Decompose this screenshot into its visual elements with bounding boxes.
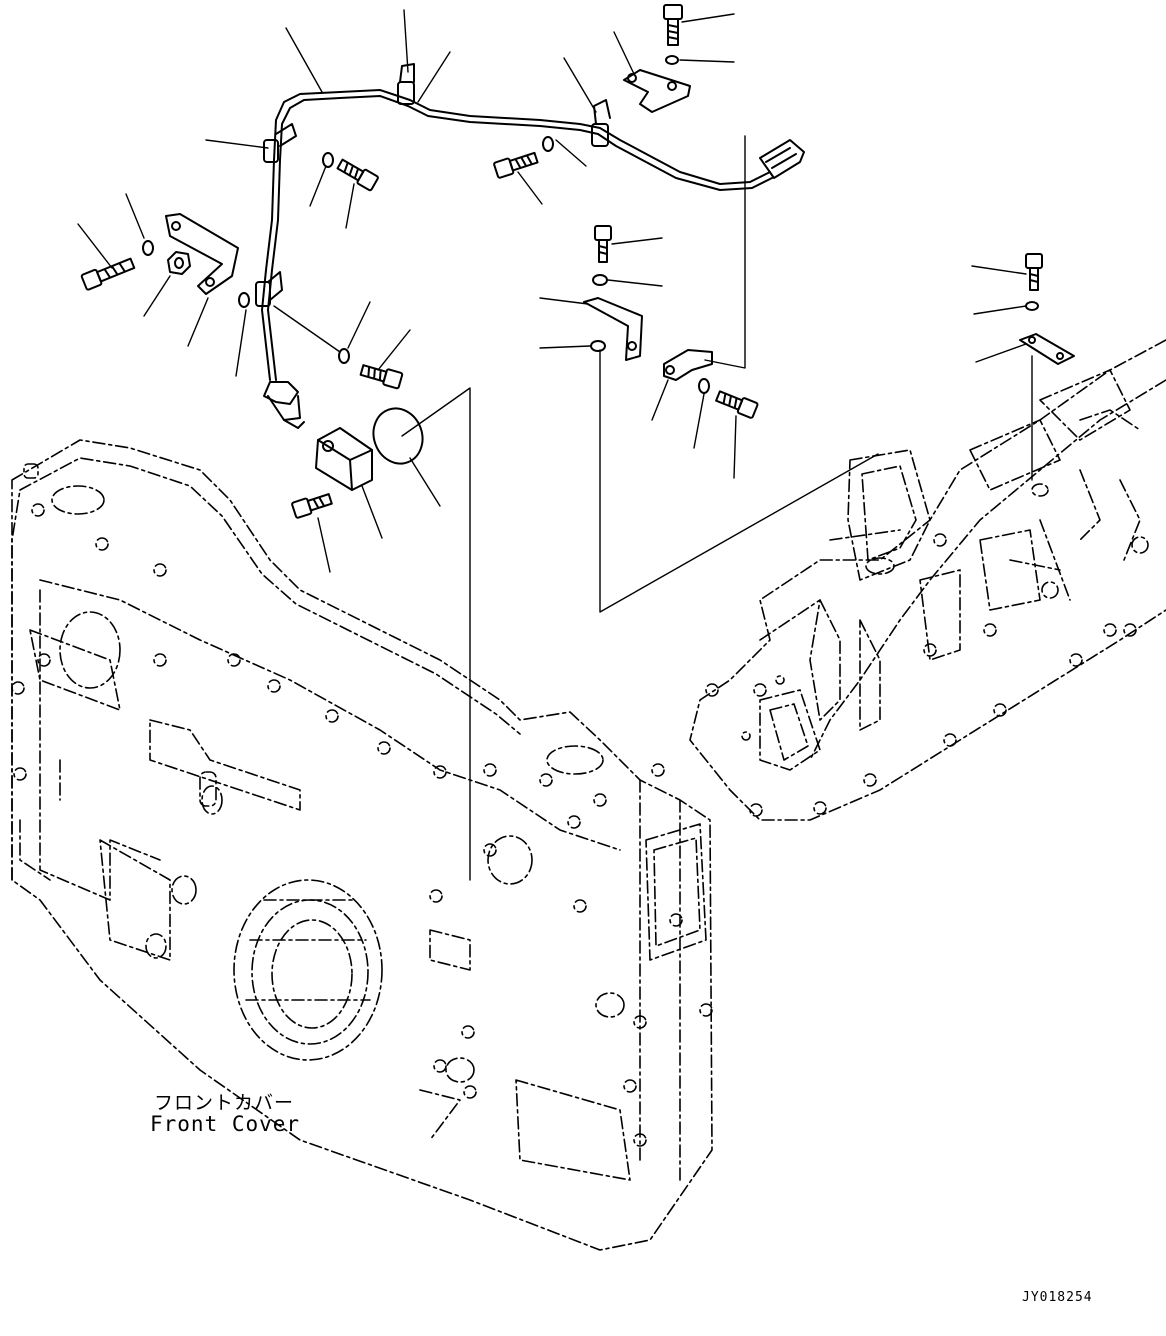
bolt [494,150,539,178]
washers [143,56,1038,393]
bolt [336,157,379,191]
washer [1026,302,1038,310]
bolt [81,256,135,290]
bolt [715,389,758,419]
wiring-harness [256,64,804,428]
front-cover-label-jp: フロントカバー [154,1092,295,1114]
bracket-small [664,350,712,380]
alignment-lines [274,136,1032,880]
leader-lines [78,10,1026,572]
o-ring [366,401,430,470]
bolts [81,5,1042,518]
bolt [292,491,333,518]
washer [593,275,607,285]
front-cover [12,440,712,1250]
bracket-upper-right [624,70,690,112]
bolt [595,226,611,262]
washer [239,293,249,307]
washer [323,153,333,167]
drawing-number: JY018254 [1022,1290,1093,1305]
bracket-mid [584,298,642,360]
brackets [166,70,1074,380]
washer [143,241,153,255]
bracket-left [166,214,238,294]
sensor-holder [316,428,372,490]
cylinder-head [690,340,1166,820]
washer [339,349,349,363]
nut [168,252,190,274]
bolt [360,362,403,388]
washer [666,56,678,64]
bracket-plate-right [1020,334,1074,364]
washer [699,379,709,393]
washer [591,341,605,351]
bolt [664,5,682,45]
washer [543,137,553,151]
front-cover-label-en: Front Cover [150,1112,301,1136]
bolt [1026,254,1042,290]
